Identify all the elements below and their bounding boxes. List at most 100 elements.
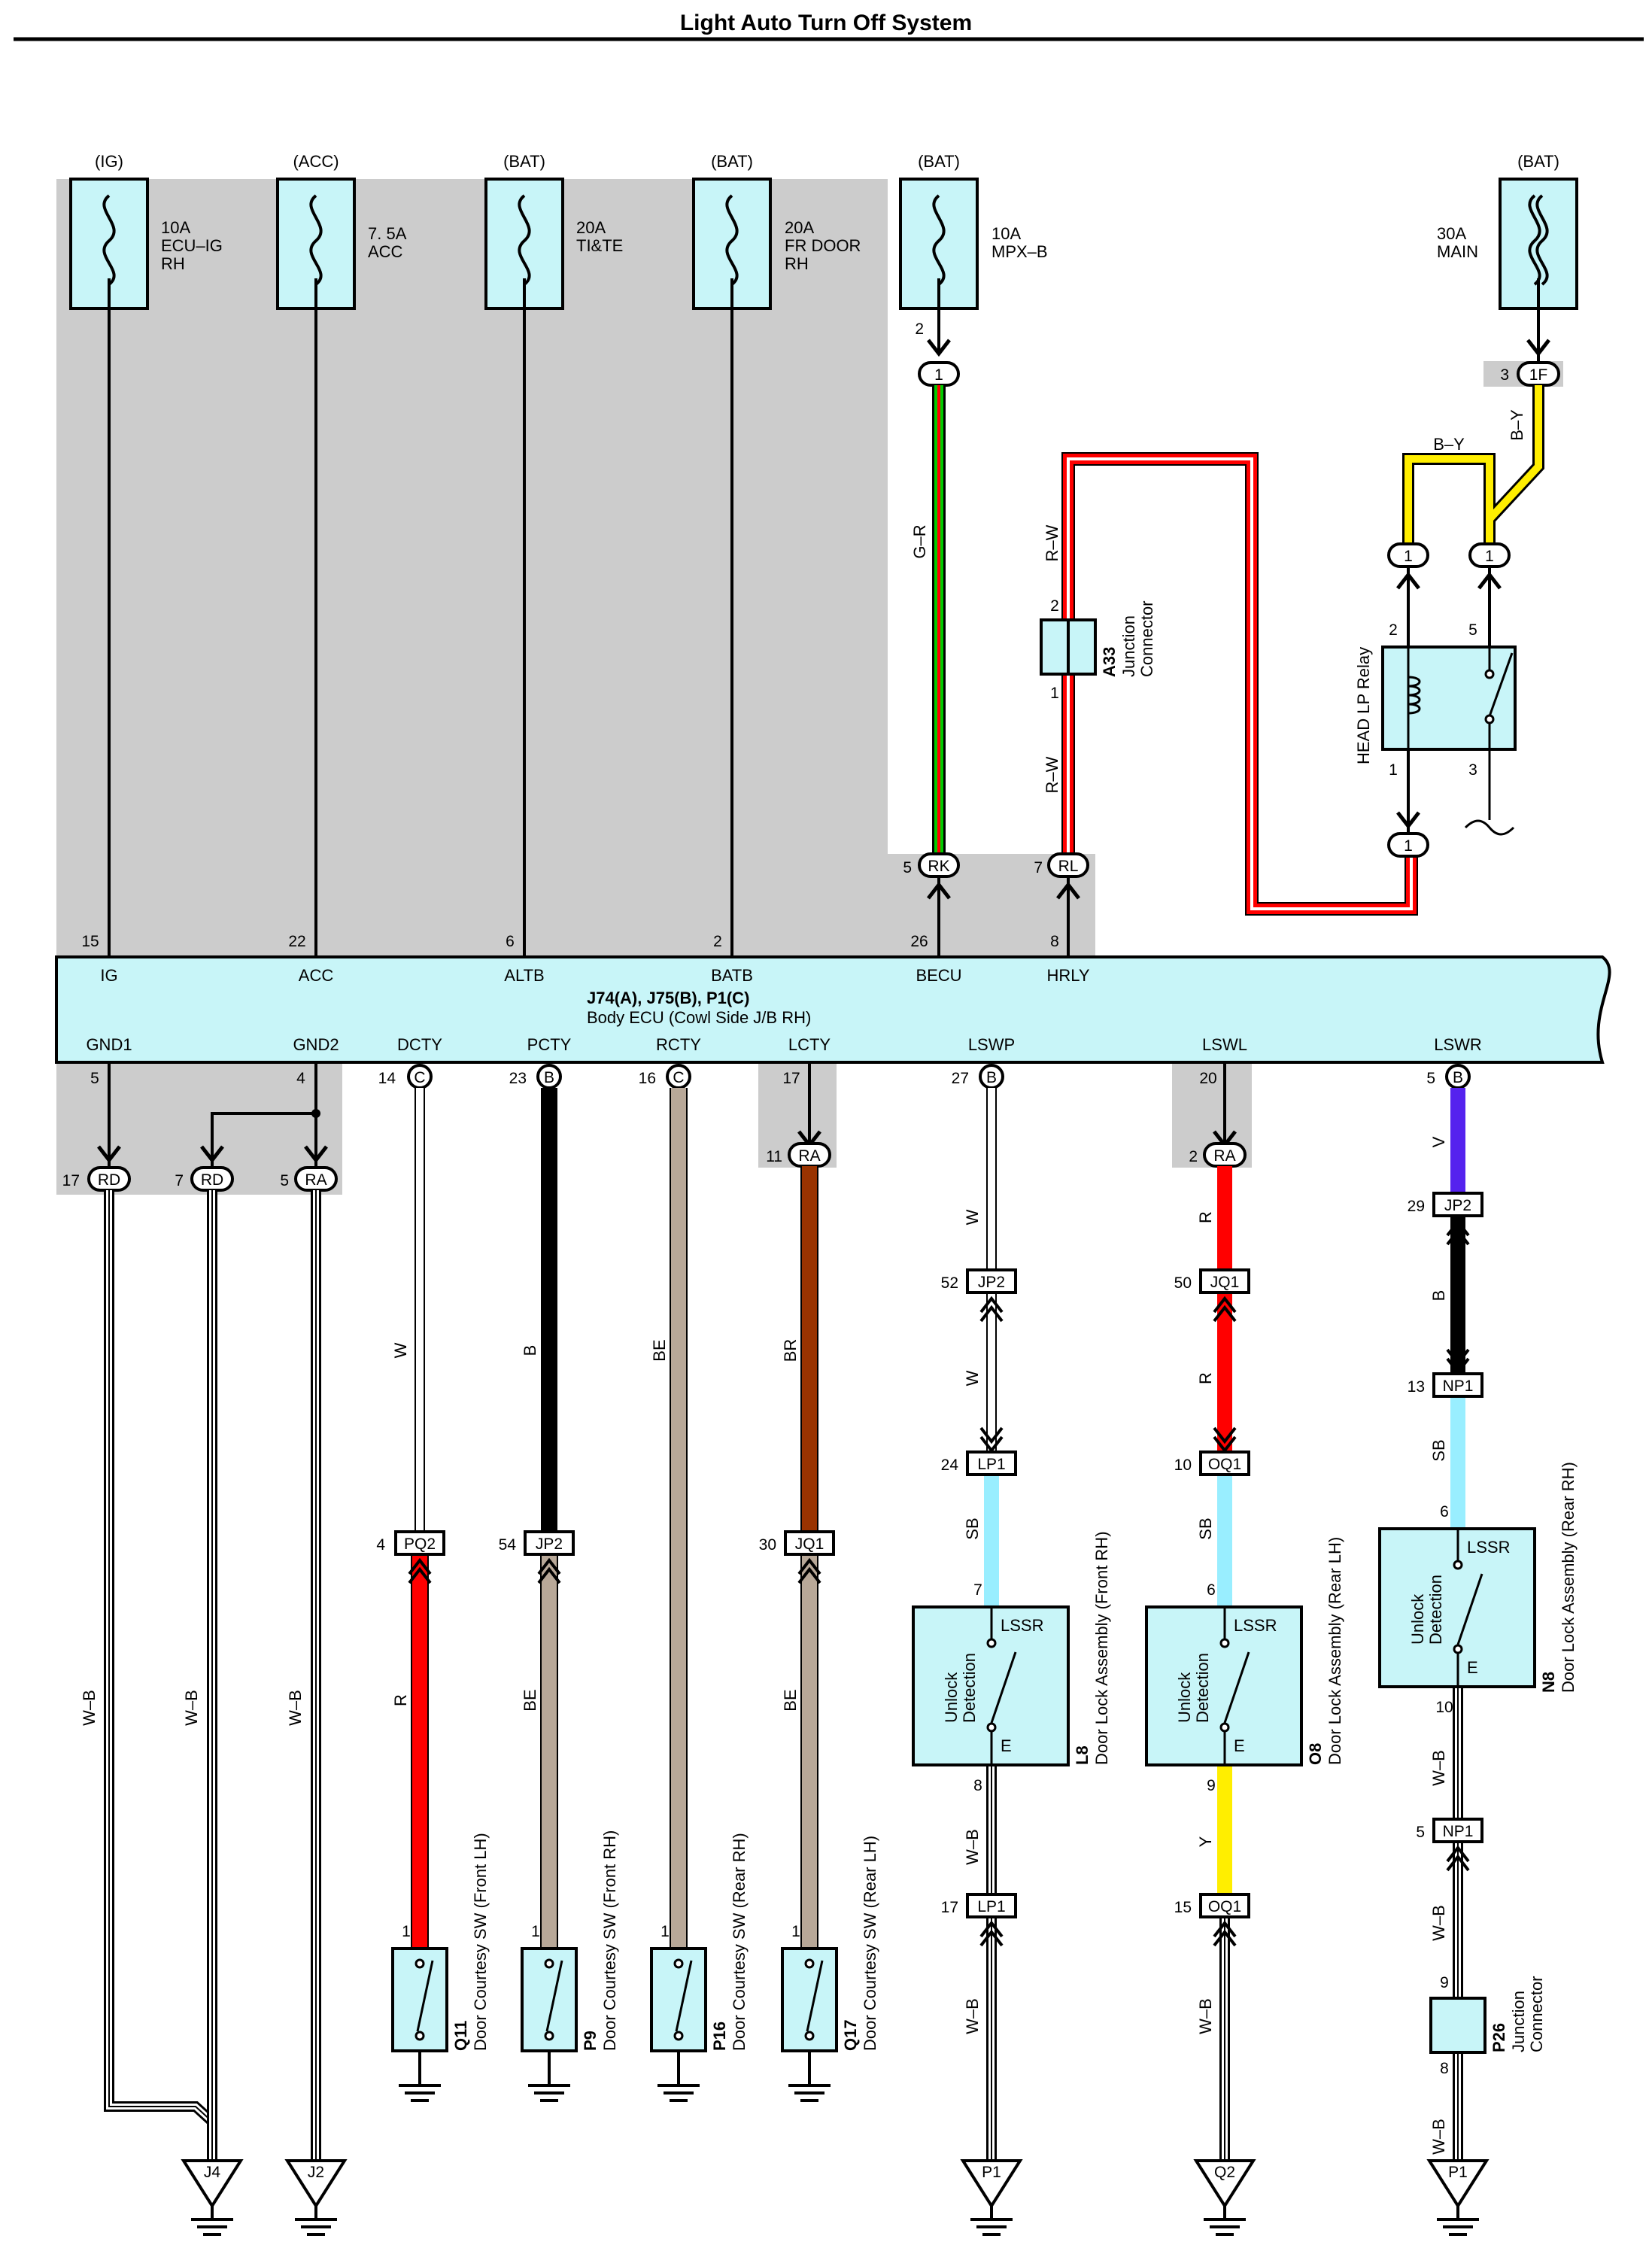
fuse-source-label: (BAT) bbox=[711, 152, 753, 171]
pin-label: 10 bbox=[1435, 1699, 1453, 1716]
wire-label: BE bbox=[521, 1689, 539, 1711]
pin-label: 26 bbox=[910, 933, 928, 950]
connector-label: JP2 bbox=[536, 1536, 563, 1553]
wire-label: SB bbox=[1429, 1439, 1448, 1461]
terminal-name: PCTY bbox=[527, 1035, 572, 1054]
wire-label: W–B bbox=[286, 1690, 305, 1726]
wire-label: SB bbox=[963, 1517, 982, 1539]
relay-box bbox=[1381, 646, 1517, 751]
component-code: Q11 bbox=[451, 2021, 470, 2051]
wire-label: B–Y bbox=[1433, 435, 1465, 454]
fuse-source-label: (BAT) bbox=[918, 152, 960, 171]
pin-label: 14 bbox=[378, 1070, 396, 1087]
component-name: Door Courtesy SW (Front LH) bbox=[471, 1833, 490, 2051]
connector-label: 1 bbox=[1404, 548, 1413, 565]
door-courtesy-switches: 1 Q11 Door Courtesy SW (Front LH) 1 P9 D… bbox=[391, 1830, 879, 2052]
component-code: O8 bbox=[1306, 1743, 1325, 1765]
ground-j2: J2 bbox=[284, 2159, 348, 2236]
wire-label: B bbox=[1429, 1290, 1448, 1302]
pin-label: 5 bbox=[90, 1070, 99, 1087]
terminal-name: ACC bbox=[299, 966, 334, 985]
connector-label: B bbox=[986, 1069, 997, 1086]
pin-label: 20 bbox=[1199, 1070, 1216, 1087]
ground-label: Q2 bbox=[1214, 2164, 1235, 2181]
pin-label: 1 bbox=[402, 1923, 411, 1940]
wire-label: W–B bbox=[1429, 1905, 1448, 1941]
component-name: Door Lock Assembly (Rear RH) bbox=[1559, 1462, 1578, 1693]
pin-label: 8 bbox=[973, 1777, 982, 1794]
ground-label: J4 bbox=[204, 2164, 221, 2181]
wire-label: R–W bbox=[1043, 524, 1061, 561]
fuse-rating: 10A bbox=[992, 224, 1021, 243]
wire-label: R bbox=[1196, 1211, 1215, 1223]
ground-label: J2 bbox=[308, 2164, 324, 2181]
wire-label: BR bbox=[781, 1339, 800, 1362]
connector-label: JQ1 bbox=[795, 1536, 824, 1553]
open-end-icon bbox=[1464, 819, 1515, 836]
component-code: L8 bbox=[1073, 1745, 1092, 1765]
pin-label: 9 bbox=[1207, 1777, 1216, 1794]
connector-jq1 bbox=[1199, 1268, 1250, 1294]
wire-label: W–B bbox=[80, 1690, 99, 1726]
switch-icon bbox=[806, 1960, 824, 2032]
terminal-e: E bbox=[1001, 1736, 1012, 1755]
wire-label: G–R bbox=[910, 524, 929, 558]
switch-icon bbox=[1223, 1651, 1250, 1724]
fuse-icon bbox=[102, 194, 116, 286]
pin-label: 4 bbox=[296, 1070, 305, 1087]
wire-label: SB bbox=[1196, 1517, 1215, 1539]
connector-label: C bbox=[673, 1069, 684, 1086]
wire-b-y bbox=[1402, 385, 1544, 545]
fuse-source-label: (BAT) bbox=[1517, 152, 1559, 171]
pin-label: 16 bbox=[639, 1070, 656, 1087]
connector-label: RA bbox=[305, 1171, 326, 1189]
component-code: N8 bbox=[1539, 1672, 1558, 1693]
terminal-name: GND1 bbox=[86, 1035, 132, 1054]
fuse-name: ECU–IG bbox=[161, 236, 223, 255]
component-code: P16 bbox=[710, 2022, 729, 2051]
component-name-2: Connector bbox=[1137, 600, 1156, 677]
switch-ground-icons bbox=[399, 2051, 831, 2102]
terminal-name: GND2 bbox=[293, 1035, 339, 1054]
pin-label: 27 bbox=[952, 1070, 969, 1087]
pin-label: 2 bbox=[1050, 597, 1059, 615]
pin-label: 8 bbox=[1050, 933, 1059, 950]
fuse-rating: 20A bbox=[785, 218, 814, 237]
fuse-rating: 30A bbox=[1437, 224, 1466, 243]
connector-label: JP2 bbox=[1444, 1197, 1471, 1214]
ground-label: P1 bbox=[982, 2164, 1001, 2181]
pin-label: 17 bbox=[782, 1070, 800, 1087]
pin-label: 5 bbox=[1426, 1070, 1435, 1087]
connector-np1 bbox=[1432, 1372, 1483, 1398]
ground-q2: Q2 bbox=[1193, 2159, 1256, 2236]
pin-label: 15 bbox=[1174, 1899, 1192, 1916]
detection-label-2: Detection bbox=[960, 1653, 979, 1723]
component-name: Junction bbox=[1509, 1991, 1528, 2052]
wire-label: W–B bbox=[182, 1690, 201, 1726]
door-lock-o8: 6 LSSR E Unlock Detection 9 O8 Door Lock… bbox=[1145, 1537, 1344, 1794]
connector-label: RD bbox=[201, 1171, 223, 1189]
terminal-name: LSWR bbox=[1434, 1035, 1482, 1054]
fuse-rating: 7. 5A bbox=[368, 224, 407, 243]
pin-label: 3 bbox=[1500, 366, 1509, 384]
connector-label: 1 bbox=[934, 366, 943, 384]
fuse-icon bbox=[309, 194, 323, 286]
switch-name: LSSR bbox=[1467, 1538, 1510, 1557]
ecu-bottom-pins: 5 4 14 C 23 B 16 C 17 27 B 20 5 B bbox=[90, 1064, 1471, 1089]
fuse-name: FR DOOR bbox=[785, 236, 861, 255]
pin-label: 17 bbox=[941, 1899, 958, 1916]
connector-label: LP1 bbox=[977, 1456, 1005, 1473]
component-name: Door Lock Assembly (Front RH) bbox=[1092, 1531, 1111, 1765]
ground-p1-b: P1 bbox=[1426, 2159, 1490, 2236]
detection-label: Unlock bbox=[1175, 1672, 1194, 1723]
switch-name: LSSR bbox=[1001, 1616, 1043, 1635]
connector-pq2 bbox=[394, 1530, 445, 1556]
fuse-rating: 20A bbox=[576, 218, 606, 237]
ground-p1-a: P1 bbox=[960, 2159, 1023, 2236]
fuse-source-label: (ACC) bbox=[293, 152, 339, 171]
fuse-main: (BAT) 30A MAIN bbox=[1437, 152, 1578, 310]
head-lp-relay: 2 5 1 3 HEAD LP Relay bbox=[1354, 621, 1517, 779]
pin-label: 2 bbox=[1389, 621, 1398, 639]
component-name: Door Courtesy SW (Rear RH) bbox=[730, 1833, 749, 2051]
ground-label: P1 bbox=[1448, 2164, 1468, 2181]
